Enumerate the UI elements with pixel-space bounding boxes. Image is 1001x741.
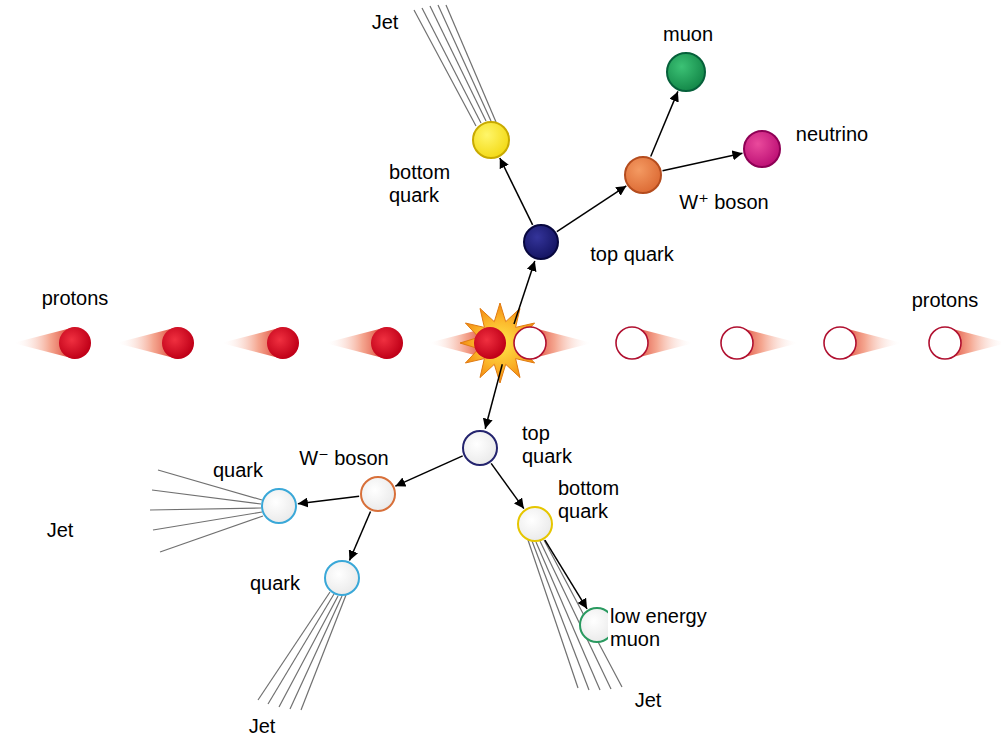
particle-label: neutrino — [794, 123, 870, 146]
jet-line — [430, 6, 486, 121]
particle-circle: W⁺ boson — [624, 156, 662, 194]
proton — [824, 327, 856, 359]
particle-circle: W⁻ boson — [360, 476, 396, 512]
particle-circle: bottom quark — [472, 121, 510, 159]
particle-circle: top quark — [462, 430, 498, 466]
particle-circle: bottom quark — [517, 506, 553, 542]
decay-arrow — [500, 158, 533, 225]
production-arrow — [485, 364, 502, 428]
decay-arrow — [663, 153, 743, 170]
proton — [474, 327, 506, 359]
particle-circle: neutrino — [743, 130, 781, 168]
jet-line — [528, 540, 578, 688]
beam-label: protons — [910, 289, 981, 312]
jet-line — [160, 516, 263, 552]
jet-line — [152, 490, 261, 504]
particle-circle: top quark — [523, 224, 559, 260]
particle-label: top quark — [520, 422, 584, 468]
decay-arrow — [651, 91, 678, 156]
particle-label: bottom quark — [387, 161, 469, 207]
production-arrow — [514, 261, 535, 324]
decay-arrow — [491, 463, 524, 508]
jet-lines — [150, 5, 622, 710]
decay-arrow — [395, 456, 462, 486]
proton — [929, 327, 961, 359]
particle-label: bottom quark — [556, 477, 636, 523]
proton — [59, 327, 91, 359]
particle-circle: quark — [261, 488, 297, 524]
particle-label: top quark — [588, 243, 675, 266]
jet-label: Jet — [370, 11, 401, 34]
particle-label: W⁻ boson — [297, 447, 390, 470]
protons-incoming — [59, 327, 506, 359]
jet-label: Jet — [45, 519, 76, 542]
particle-circle: low energy muon — [579, 607, 615, 643]
particle-label: quark — [248, 572, 302, 595]
proton — [514, 327, 546, 359]
beam-label: protons — [40, 287, 111, 310]
proton — [162, 327, 194, 359]
particle-circle: muon — [666, 52, 706, 92]
jet-label: Jet — [633, 689, 664, 712]
proton — [371, 327, 403, 359]
particle-label: quark — [211, 459, 265, 482]
particle-circle: quark — [324, 560, 360, 596]
jet-line — [153, 512, 262, 530]
jet-label: Jet — [247, 715, 278, 738]
jet-line — [446, 5, 496, 122]
particle-label: muon — [661, 23, 715, 46]
particle-label: W⁺ boson — [677, 191, 770, 214]
jet-line — [438, 5, 491, 121]
decay-arrow — [298, 496, 359, 503]
jet-line — [301, 595, 346, 710]
decay-arrow — [557, 186, 626, 232]
jet-line — [268, 594, 334, 704]
decay-arrows — [298, 91, 743, 608]
decay-arrow — [349, 511, 370, 560]
antiprotons — [514, 327, 961, 359]
proton — [721, 327, 753, 359]
proton — [616, 327, 648, 359]
jet-line — [290, 596, 342, 709]
proton — [267, 327, 299, 359]
production-arrows — [485, 261, 535, 429]
jet-line — [150, 508, 261, 510]
particle-label: low energy muon — [608, 605, 716, 651]
decay-arrow — [545, 540, 587, 609]
